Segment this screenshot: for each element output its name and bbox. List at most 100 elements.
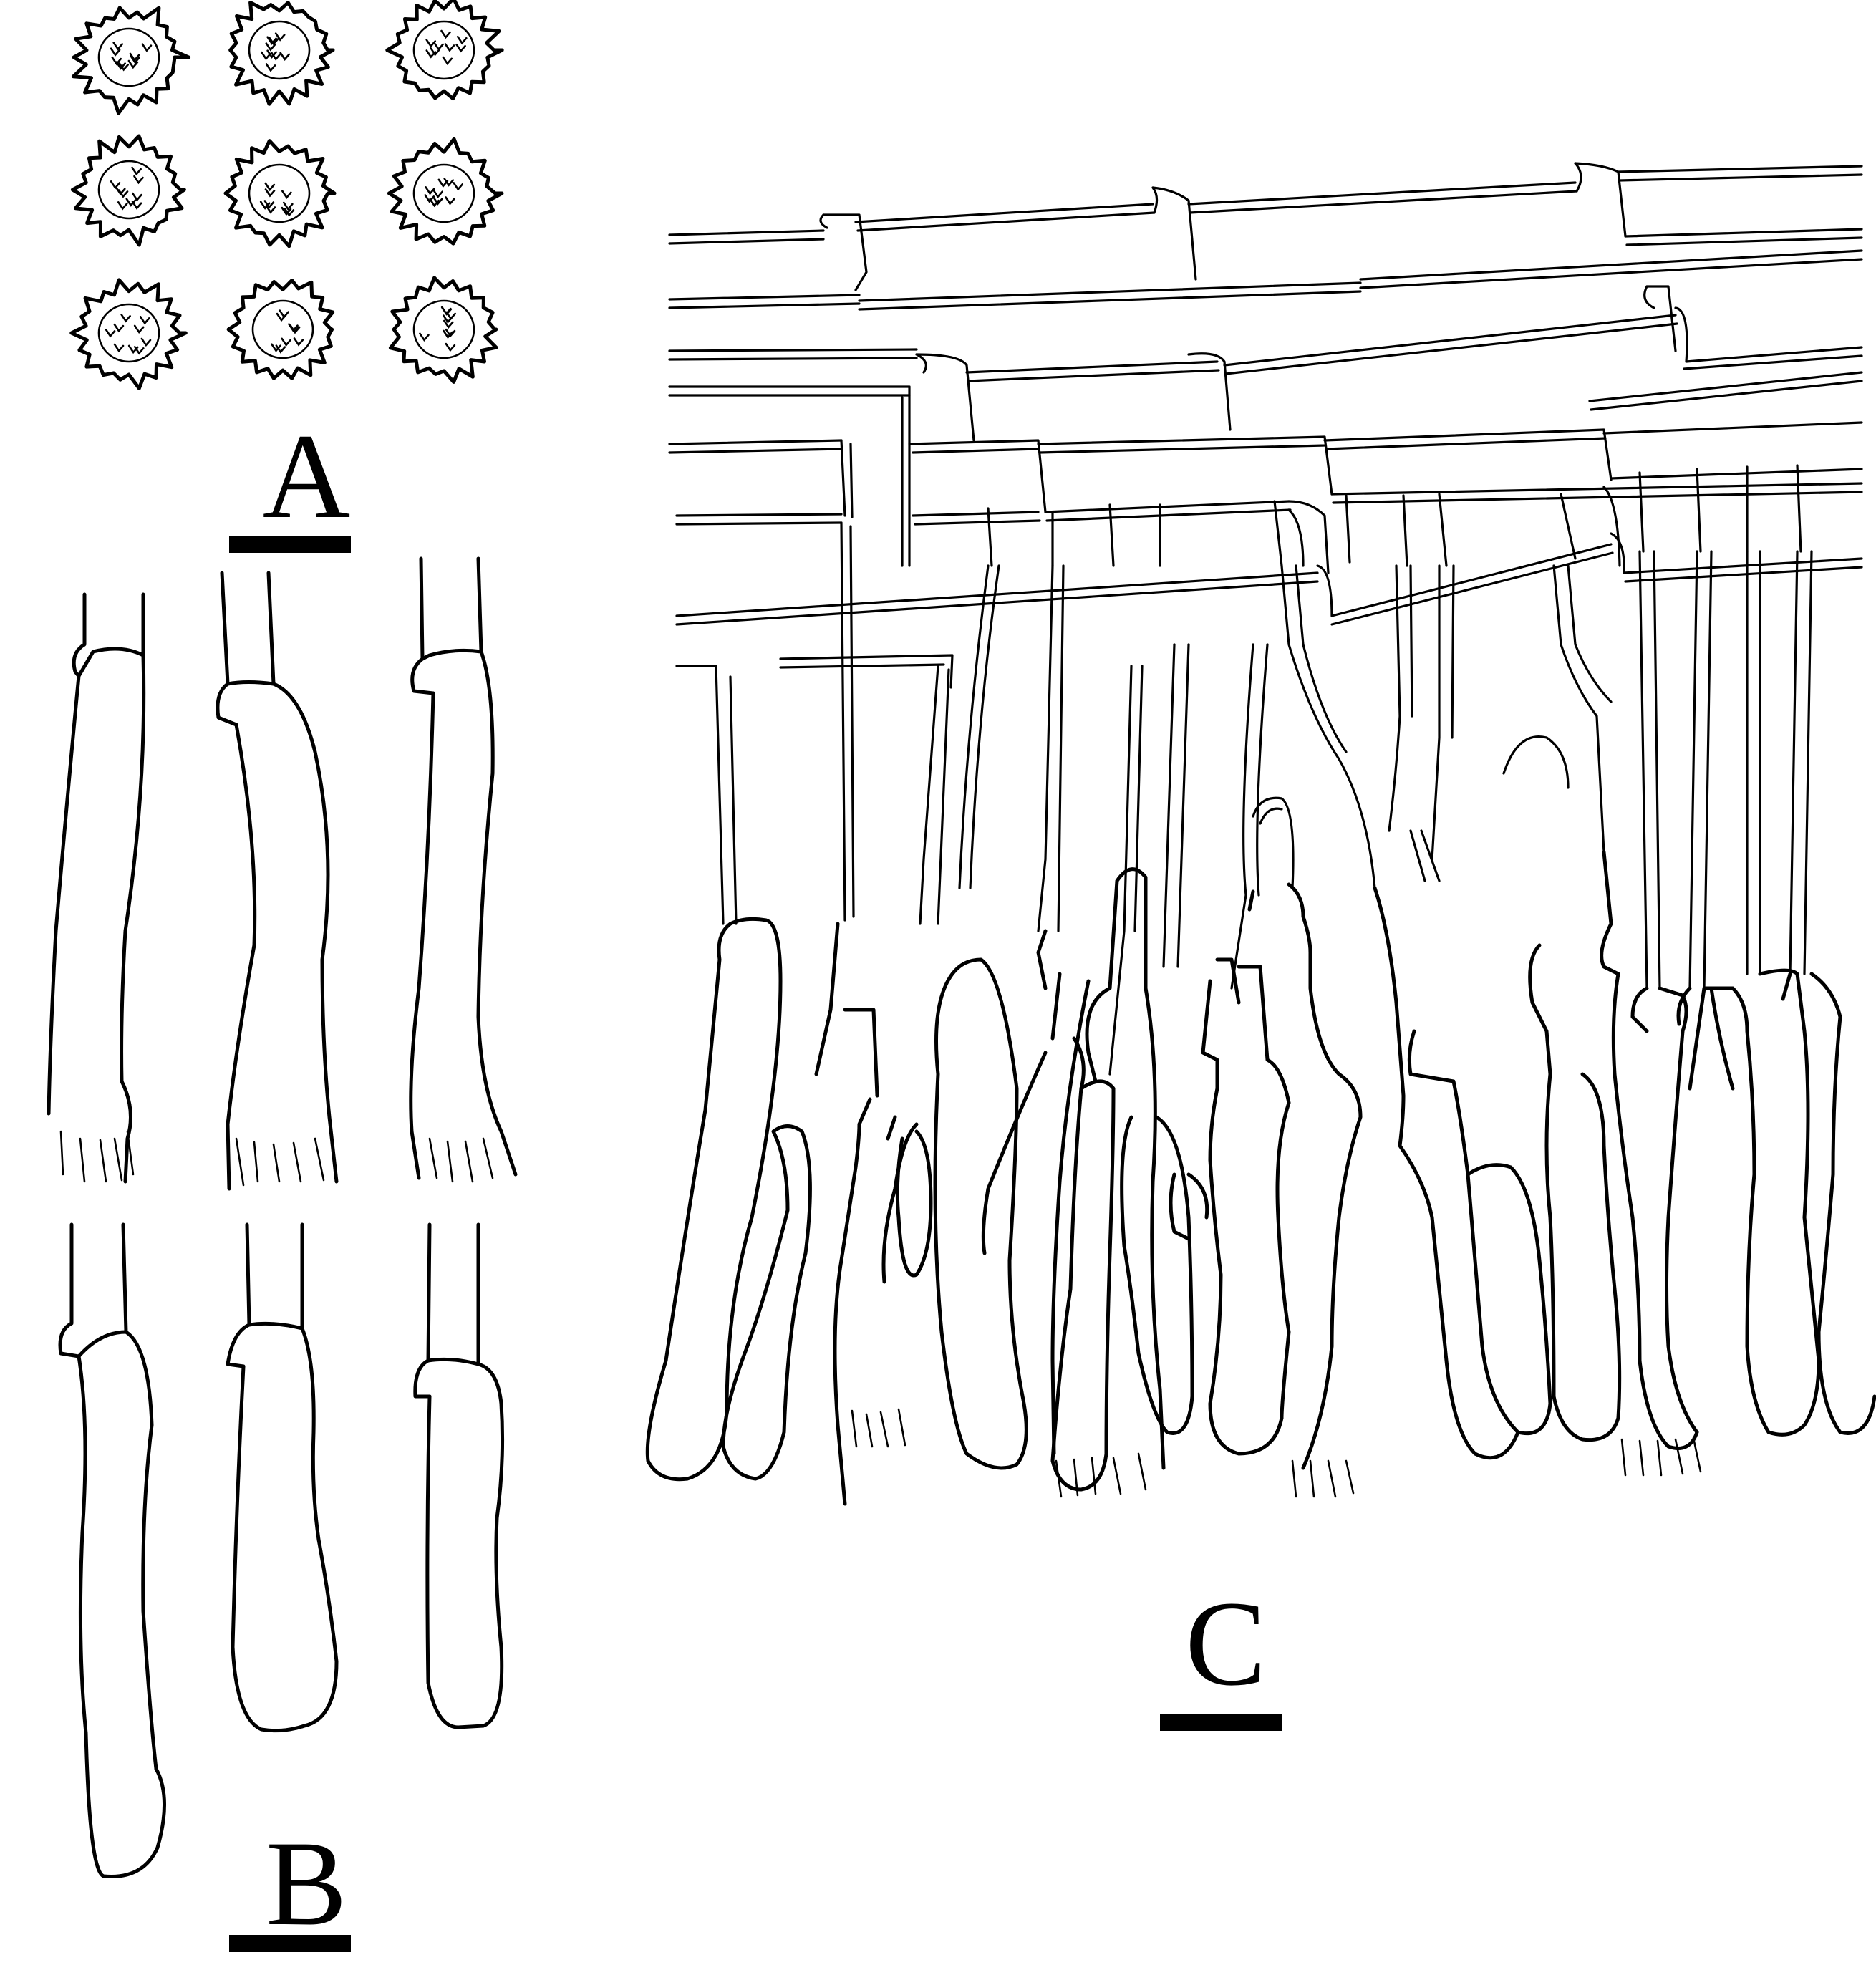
spore-ornament	[112, 42, 124, 51]
spore-ornament	[443, 319, 454, 329]
spore-wall	[385, 0, 504, 101]
spore-ornament	[289, 324, 301, 334]
panel-label-c: C	[1185, 1576, 1267, 1711]
basidiospore	[388, 276, 498, 384]
spore-ornament	[113, 343, 125, 353]
spore-ornament	[456, 35, 468, 45]
spore-ornament	[443, 329, 453, 339]
spore-ornament	[266, 49, 277, 59]
basidiole	[413, 1222, 505, 1729]
spore-ornament	[432, 189, 443, 198]
spore-ornament	[117, 201, 128, 211]
spore-wall	[226, 279, 335, 380]
scale-bar-b	[229, 1935, 351, 1952]
basidiospore	[226, 279, 335, 380]
scale-bar-a	[229, 536, 351, 553]
spore-ornament	[265, 205, 276, 214]
spore-ornament	[281, 190, 292, 200]
spore-ornament	[425, 186, 435, 195]
spore-ornament	[113, 323, 125, 333]
spore-ornament	[444, 43, 455, 52]
spore-ornament	[261, 51, 271, 61]
basidiospore	[70, 134, 186, 247]
basidiospore	[223, 139, 337, 248]
panel-c-hymenium-section	[645, 162, 1876, 1506]
spore-body	[412, 163, 475, 223]
spore-ornament	[131, 166, 142, 176]
spore-ornament	[293, 337, 304, 347]
basidiospore	[387, 137, 504, 246]
spore-ornament	[131, 201, 142, 210]
spore-ornament	[264, 188, 276, 198]
spore-wall	[388, 276, 498, 384]
spore-wall	[69, 278, 188, 390]
spore-body	[251, 299, 314, 359]
basidiospore	[228, 1, 335, 106]
panel-b-basidia	[47, 556, 518, 1878]
spore-wall	[70, 134, 186, 247]
spore-ornament	[115, 186, 126, 196]
spore-ornament	[115, 61, 126, 70]
spore-ornament	[430, 47, 440, 57]
spore-ornament	[110, 180, 121, 190]
basidiospore	[69, 278, 188, 390]
spore-ornament	[445, 196, 455, 206]
spore-ornament	[276, 312, 287, 322]
panel-label-a: A	[262, 409, 351, 544]
spore-ornament	[283, 201, 294, 211]
spore-ornament	[279, 52, 291, 61]
spore-wall	[223, 139, 337, 248]
basidiospore	[385, 0, 504, 101]
spore-ornament	[133, 324, 145, 334]
spore-ornament	[130, 54, 140, 64]
spore-body	[97, 27, 160, 87]
basidiole	[58, 1222, 167, 1878]
spore-ornament	[132, 192, 142, 202]
spore-ornament	[266, 36, 277, 45]
spore-ornament	[281, 206, 292, 216]
spore-ornament	[437, 178, 449, 188]
spore-ornament	[443, 178, 455, 187]
spore-ornament	[141, 43, 153, 52]
hyphal-stalks	[840, 385, 1813, 1076]
spore-ornament	[127, 59, 139, 69]
spore-ornament	[111, 56, 122, 66]
spore-ornament	[433, 42, 444, 51]
basidioles	[645, 850, 1876, 1506]
spore-ornament	[118, 62, 130, 72]
spore-ornament	[445, 311, 456, 321]
spore-ornament	[274, 32, 286, 42]
spore-ornament	[432, 196, 443, 206]
basidium	[216, 571, 339, 1191]
spore-body	[412, 20, 475, 80]
spore-ornament	[442, 56, 453, 65]
spore-ornament	[270, 52, 281, 61]
spore-ornament	[105, 329, 116, 338]
spore-ornament	[445, 342, 456, 352]
scale-bar-c	[1160, 1714, 1282, 1731]
spore-ornament	[455, 43, 466, 53]
spore-body	[412, 299, 475, 359]
spore-ornament	[265, 42, 276, 52]
spore-ornament	[264, 182, 276, 192]
basidiole	[226, 1222, 339, 1733]
spore-body	[97, 303, 160, 363]
spore-ornament	[265, 63, 276, 72]
spore-ornament	[120, 314, 131, 323]
panel-label-b: B	[266, 1816, 347, 1951]
spore-ornament	[263, 200, 275, 209]
spore-ornament	[284, 208, 295, 217]
spore-body	[248, 20, 311, 80]
spore-ornament	[140, 337, 152, 347]
spore-ornament	[424, 194, 435, 203]
spore-ornament	[453, 182, 463, 191]
spore-ornament	[419, 332, 430, 342]
spore-wall	[228, 1, 335, 106]
basidium	[409, 556, 518, 1183]
spore-wall	[71, 6, 191, 115]
spore-ornament	[440, 29, 451, 39]
spore-ornament	[133, 175, 144, 185]
basidiospore	[71, 6, 191, 115]
spore-ornament	[440, 306, 452, 316]
